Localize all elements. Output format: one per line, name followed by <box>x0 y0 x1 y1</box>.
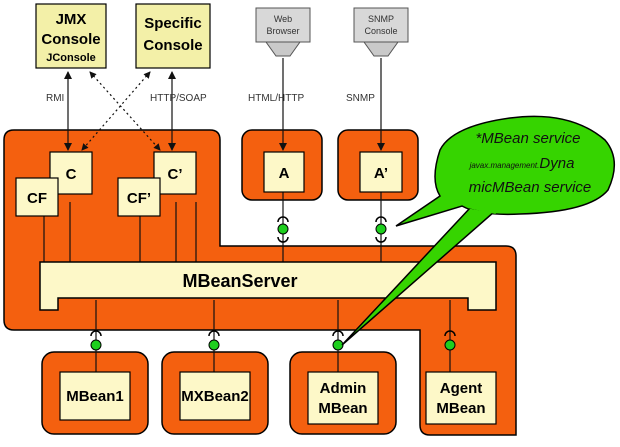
interface-dot-a-prime <box>375 216 387 243</box>
agent-mbean-box: Agent MBean <box>425 371 497 425</box>
admin-mbean-line2: MBean <box>318 400 367 417</box>
connector-cf-prime: CF’ <box>117 177 161 217</box>
admin-mbean-line1: Admin <box>320 380 367 397</box>
snmp-console-box: SNMP Console <box>353 7 409 57</box>
web-browser-line1: Web <box>274 14 292 24</box>
interface-dot-agent-mbean <box>444 330 456 351</box>
jmx-console-box: JMX Console JConsole <box>35 3 107 69</box>
connector-c-prime: C’ <box>153 151 197 195</box>
callout-line2-small: javax.management. <box>469 161 540 170</box>
connector-cf-prime-label: CF’ <box>127 190 151 207</box>
snmp-console-line2: Console <box>364 26 397 36</box>
agent-mbean-line1: Agent <box>440 380 483 397</box>
connector-cf: CF <box>15 177 59 217</box>
interface-dot-mbean1 <box>90 330 102 351</box>
connector-c-prime-label: C’ <box>168 166 183 183</box>
snmp-label: SNMP <box>346 93 375 104</box>
rmi-label: RMI <box>46 93 64 104</box>
mbean1-label: MBean1 <box>66 388 124 405</box>
admin-mbean-box: Admin MBean <box>307 371 379 425</box>
callout-line3: micMBean service <box>469 179 592 196</box>
html-http-label: HTML/HTTP <box>248 93 304 104</box>
interface-dot-admin-mbean <box>332 330 344 351</box>
mxbean2-label: MXBean2 <box>181 388 249 405</box>
snmp-console-line1: SNMP <box>368 14 394 24</box>
specific-console-box: Specific Console <box>135 3 211 69</box>
callout-line2: javax.management.Dyna <box>469 155 575 172</box>
mbean-service-callout: *MBean service javax.management.Dyna mic… <box>341 115 615 346</box>
specific-console-line2: Console <box>143 37 202 54</box>
http-soap-label: HTTP/SOAP <box>150 93 207 104</box>
mbean-server: MBeanServer <box>39 261 497 311</box>
jmx-console-line1: JMX <box>56 11 87 28</box>
web-browser-line2: Browser <box>266 26 299 36</box>
connector-c-label: C <box>66 166 77 183</box>
adaptor-a-prime: A’ <box>359 151 403 193</box>
web-browser-box: Web Browser <box>255 7 311 57</box>
protocol-arrows <box>64 58 385 151</box>
interface-dot-mxbean2 <box>208 330 220 351</box>
adaptor-a: A <box>263 151 305 193</box>
jmx-console-line2: Console <box>41 31 100 48</box>
callout-line2-large: Dyna <box>539 155 574 172</box>
specific-console-line1: Specific <box>144 15 202 32</box>
interface-dot-a <box>277 216 289 243</box>
mbean-server-label: MBeanServer <box>182 271 297 291</box>
adaptor-a-prime-label: A’ <box>374 165 388 182</box>
jmx-console-line3: JConsole <box>46 52 96 64</box>
mxbean2-box: MXBean2 <box>179 371 251 421</box>
adaptor-a-label: A <box>279 165 290 182</box>
callout-line1: *MBean service <box>475 130 580 147</box>
agent-mbean-line2: MBean <box>436 400 485 417</box>
mbean1-box: MBean1 <box>59 371 131 421</box>
connector-cf-label: CF <box>27 190 47 207</box>
